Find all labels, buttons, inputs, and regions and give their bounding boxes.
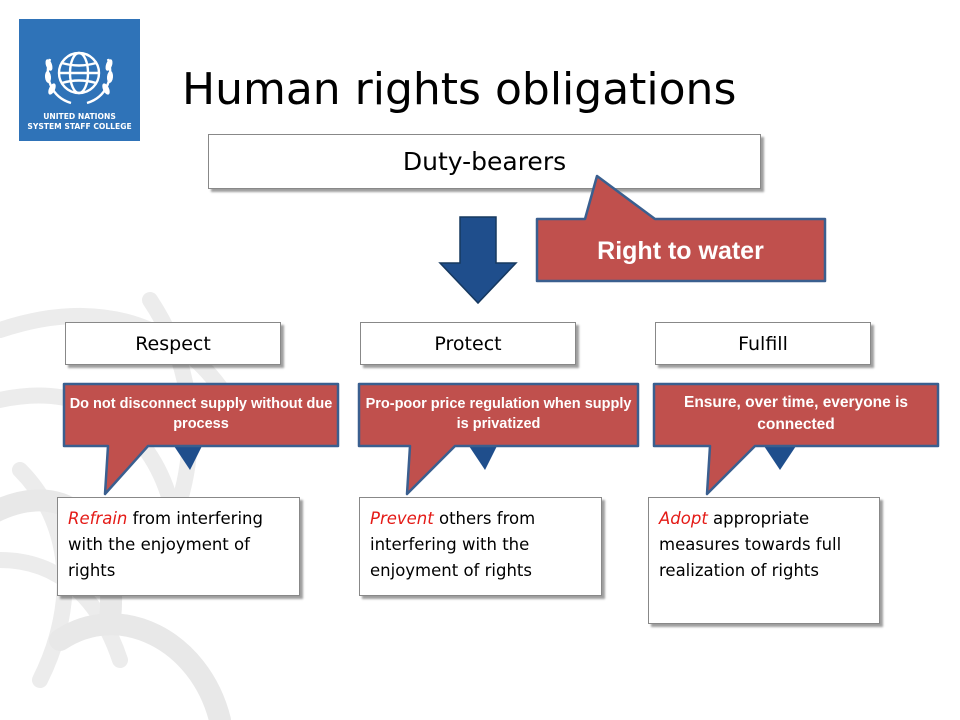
protect-description: others from interfering with the enjoyme…: [370, 509, 536, 580]
fulfill-callout-text: Ensure, over time, everyone is connected: [684, 394, 908, 433]
un-emblem-icon: [44, 51, 114, 105]
right-to-water-label: Right to water: [597, 236, 764, 265]
respect-description: from interfering with the enjoyment of r…: [68, 509, 263, 580]
fulfill-description: appropriate measures towards full realiz…: [659, 509, 842, 580]
protect-description-box: Prevent others from interfering with the…: [359, 497, 602, 596]
right-to-water-callout: [535, 174, 827, 283]
protect-callout-text: Pro-poor price regulation when supply is…: [365, 396, 632, 432]
fulfill-keyword: Adopt: [659, 509, 708, 528]
respect-description-box: Refrain from interfering with the enjoym…: [57, 497, 300, 596]
respect-down-arrow-icon: [170, 440, 205, 470]
respect-box: Respect: [65, 322, 281, 365]
fulfill-box: Fulfill: [655, 322, 871, 365]
respect-keyword: Refrain: [68, 509, 128, 528]
logo-line-1: United Nations: [43, 112, 116, 121]
logo-line-2: System Staff College: [27, 122, 132, 131]
protect-box: Protect: [360, 322, 576, 365]
protect-keyword: Prevent: [370, 509, 434, 528]
protect-down-arrow-icon: [465, 440, 500, 470]
fulfill-down-arrow-icon: [760, 440, 800, 470]
protect-callout: [357, 382, 640, 496]
down-arrow-icon: [438, 216, 518, 305]
respect-callout-text: Do not disconnect supply without due pro…: [69, 396, 333, 432]
slide-title: Human rights obligations: [182, 64, 737, 115]
respect-callout: [62, 382, 340, 496]
logo-org-name: United Nations System Staff College: [19, 112, 140, 132]
unssc-logo: United Nations System Staff College: [19, 19, 140, 141]
fulfill-description-box: Adopt appropriate measures towards full …: [648, 497, 880, 624]
duty-bearers-box: Duty-bearers: [208, 134, 761, 189]
fulfill-callout: [652, 382, 940, 496]
